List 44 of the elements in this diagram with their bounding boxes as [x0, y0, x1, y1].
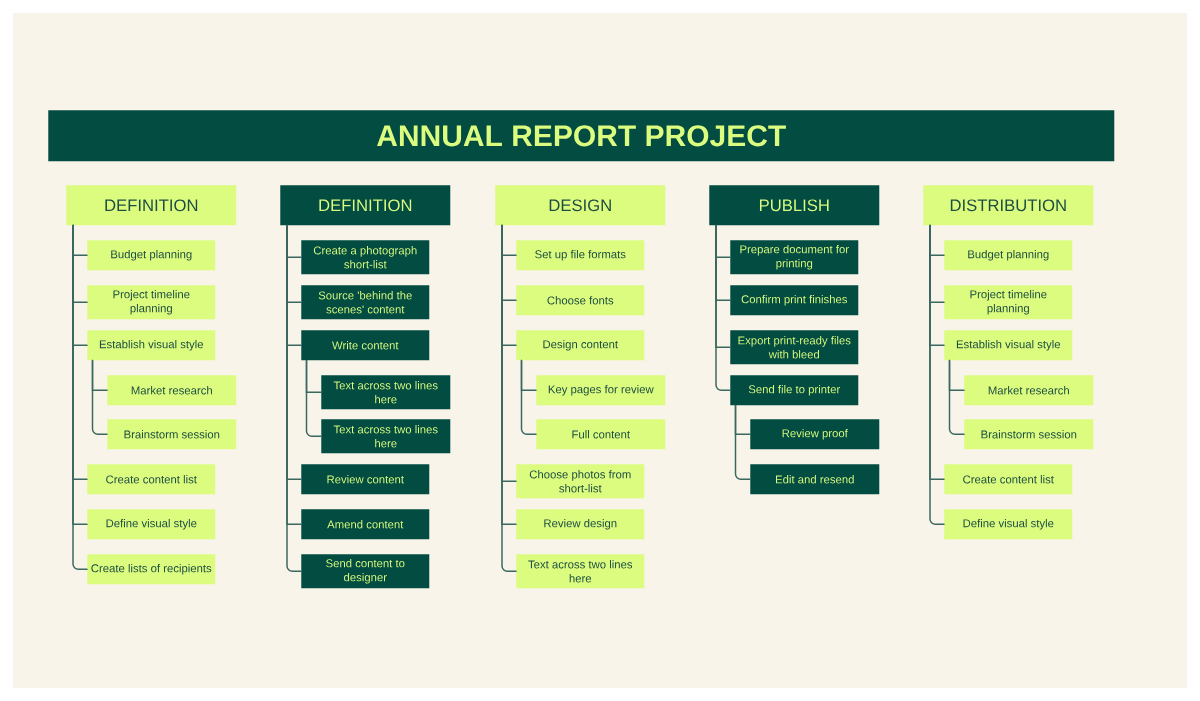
subtask-box: Market research [107, 375, 237, 406]
task-box: Choose photos from short-list [516, 464, 645, 499]
task-box: Budget planning [87, 240, 216, 271]
task-box: Send content to designer [301, 554, 430, 589]
task-box: Write content [301, 330, 430, 361]
title-banner: ANNUAL REPORT PROJECT [48, 110, 1115, 162]
task-box: Create content list [87, 464, 216, 495]
task-box: Review content [301, 464, 430, 495]
task-box: Amend content [301, 509, 430, 540]
task-box: Send file to printer [730, 375, 859, 406]
task-box: Budget planning [944, 240, 1073, 271]
subtask-box: Text across two lines here [321, 375, 451, 410]
column-header: DEFINITION [66, 185, 237, 226]
task-box: Establish visual style [944, 330, 1073, 361]
task-box: Establish visual style [87, 330, 216, 361]
connector-line [715, 224, 731, 391]
subtask-box: Text across two lines here [321, 419, 451, 454]
task-box: Confirm print finishes [730, 285, 859, 316]
subtask-box: Key pages for review [536, 375, 666, 406]
task-box: Create a photograph short-list [301, 240, 430, 275]
task-box: Set up file formats [516, 240, 645, 271]
subtask-box: Review proof [750, 419, 880, 450]
task-box: Choose fonts [516, 285, 645, 316]
task-box: Project timeline planning [944, 285, 1073, 320]
task-box: Review design [516, 509, 645, 540]
task-box: Design content [516, 330, 645, 361]
subtask-box: Full content [536, 419, 666, 450]
task-box: Text across two lines here [516, 554, 645, 589]
task-box: Create content list [944, 464, 1073, 495]
task-box: Define visual style [87, 509, 216, 540]
task-box: Project timeline planning [87, 285, 216, 320]
column-header: DISTRIBUTION [923, 185, 1094, 226]
task-box: Create lists of recipients [87, 554, 216, 585]
column-header: DESIGN [495, 185, 666, 226]
task-box: Source 'behind the scenes' content [301, 285, 430, 320]
subtask-box: Market research [964, 375, 1094, 406]
subtask-box: Edit and resend [750, 464, 880, 495]
subtask-box: Brainstorm session [107, 419, 237, 450]
column-header: PUBLISH [709, 185, 880, 226]
task-box: Export print-ready files with bleed [730, 330, 859, 365]
task-box: Prepare document for printing [730, 240, 859, 275]
column-header: DEFINITION [280, 185, 451, 226]
subtask-box: Brainstorm session [964, 419, 1094, 450]
task-box: Define visual style [944, 509, 1073, 540]
